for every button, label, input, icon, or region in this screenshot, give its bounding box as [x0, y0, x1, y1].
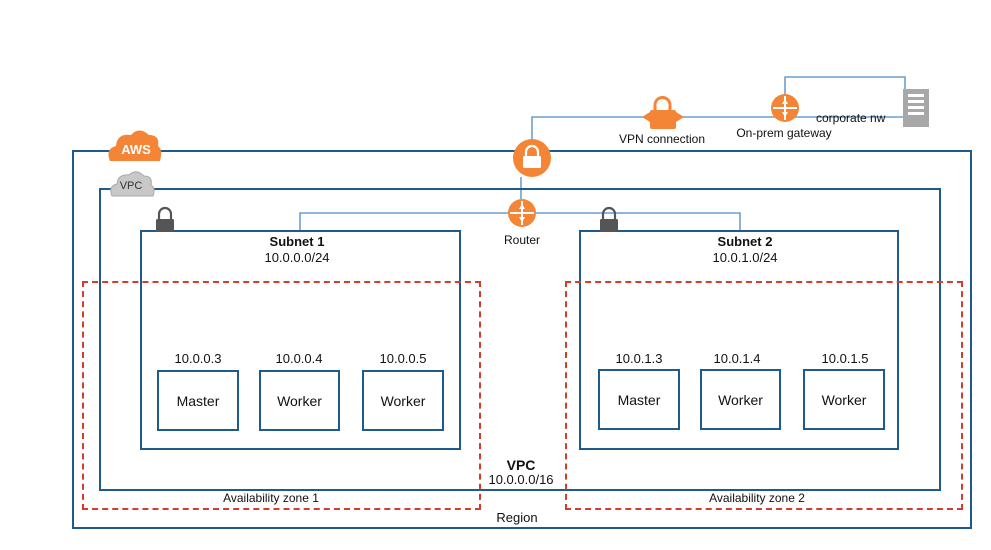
aws-label: AWS: [121, 142, 151, 157]
worker-node-box: Worker: [803, 369, 885, 430]
node-ip: 10.0.0.3: [174, 351, 222, 366]
node-role: Worker: [718, 391, 763, 408]
subnet-1-box: [140, 230, 461, 450]
availability-zone-1-box: [82, 281, 481, 510]
vpn-connection-label: VPN connection: [618, 132, 706, 146]
router-label: Router: [503, 233, 541, 247]
master-node-box: Master: [598, 369, 680, 430]
node-role: Worker: [380, 392, 426, 409]
worker-node-box: Worker: [700, 369, 781, 430]
subnet-1-cidr: 10.0.0.0/24: [264, 250, 330, 265]
node-role: Worker: [821, 391, 867, 408]
node-ip: 10.0.0.4: [275, 351, 323, 366]
availability-zone-2-label: Availability zone 2: [709, 491, 805, 505]
node-ip: 10.0.0.5: [379, 351, 427, 366]
node-role: Master: [617, 391, 661, 408]
corporate-network-label: corporate nw: [816, 111, 886, 125]
onprem-gateway-label: On-prem gateway: [736, 126, 832, 140]
region-label: Region: [496, 510, 538, 525]
vpc-title: VPC: [506, 457, 536, 473]
subnet-1-title: Subnet 1: [269, 234, 325, 249]
node-ip: 10.0.1.5: [821, 351, 869, 366]
vpc-cidr: 10.0.0.0/16: [488, 472, 554, 487]
subnet-2-box: [579, 230, 899, 450]
node-role: Master: [176, 392, 220, 409]
availability-zone-2-box: [565, 281, 963, 510]
subnet-2-cidr: 10.0.1.0/24: [712, 250, 778, 265]
subnet-2-title: Subnet 2: [717, 234, 773, 249]
node-role: Worker: [277, 392, 322, 409]
worker-node-box: Worker: [362, 370, 444, 431]
vpc-boundary: [99, 188, 941, 491]
master-node-box: Master: [157, 370, 239, 431]
vpc-badge-label: VPC: [119, 180, 143, 192]
worker-node-box: Worker: [259, 370, 340, 431]
router-subnet1-line: [299, 212, 508, 230]
node-ip: 10.0.1.3: [615, 351, 663, 366]
node-ip: 10.0.1.4: [713, 351, 761, 366]
corporate-link-line: [784, 76, 906, 100]
availability-zone-1-label: Availability zone 1: [223, 491, 319, 505]
